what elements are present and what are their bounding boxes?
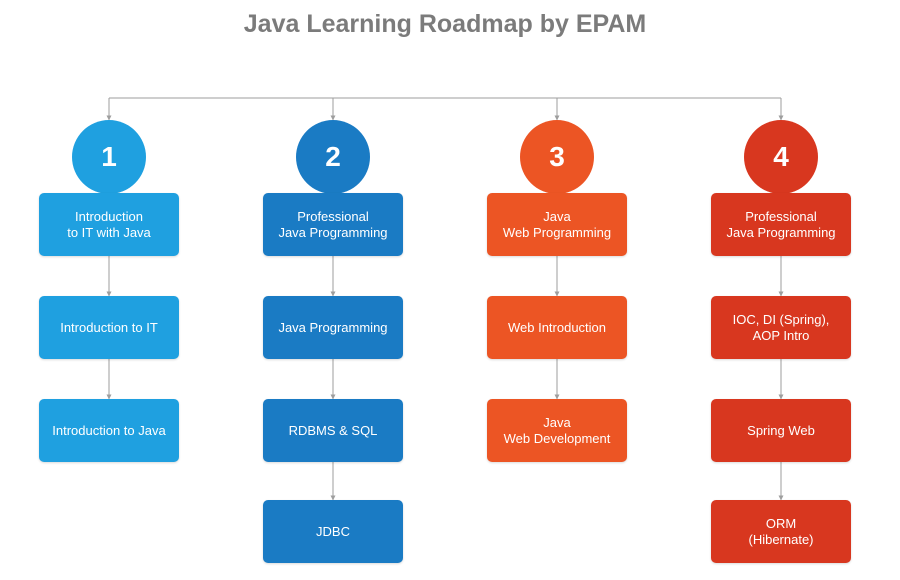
track-3-item-2-label: Java Web Development: [503, 414, 611, 446]
track-4-item-1[interactable]: IOC, DI (Spring), AOP Intro: [711, 296, 851, 359]
track-3-item-1-label: Web Introduction: [507, 319, 607, 335]
track-2: 2 Professional Java Programming Java Pro…: [263, 0, 403, 580]
track-2-item-2-label: RDBMS & SQL: [288, 422, 378, 438]
track-4: 4 Professional Java Programming IOC, DI …: [711, 0, 851, 580]
step-number-2-circle: 2: [296, 120, 370, 194]
track-4-item-3[interactable]: ORM (Hibernate): [711, 500, 851, 563]
step-number-1-circle: 1: [72, 120, 146, 194]
track-2-item-3-label: JDBC: [316, 523, 350, 539]
track-2-header[interactable]: Professional Java Programming: [263, 193, 403, 256]
track-3-item-1[interactable]: Web Introduction: [487, 296, 627, 359]
track-2-item-1-label: Java Programming: [278, 319, 388, 335]
track-4-header-label: Professional Java Programming: [726, 208, 836, 240]
track-1: 1 Introduction to IT with Java Introduct…: [39, 0, 179, 580]
track-2-item-1[interactable]: Java Programming: [263, 296, 403, 359]
page-title: Java Learning Roadmap by EPAM: [243, 10, 647, 38]
track-1-header[interactable]: Introduction to IT with Java: [39, 193, 179, 256]
track-3: 3 Java Web Programming Web Introduction …: [487, 0, 627, 580]
track-4-item-1-label: IOC, DI (Spring), AOP Intro: [732, 311, 830, 343]
track-1-header-label: Introduction to IT with Java: [67, 208, 151, 240]
track-4-item-3-label: ORM (Hibernate): [748, 515, 814, 547]
track-3-item-2[interactable]: Java Web Development: [487, 399, 627, 462]
step-number-3-circle: 3: [520, 120, 594, 194]
track-1-item-1[interactable]: Introduction to IT: [39, 296, 179, 359]
track-4-header[interactable]: Professional Java Programming: [711, 193, 851, 256]
track-2-header-label: Professional Java Programming: [278, 208, 388, 240]
track-1-item-2-label: Introduction to Java: [52, 422, 166, 438]
track-3-header[interactable]: Java Web Programming: [487, 193, 627, 256]
track-1-item-2[interactable]: Introduction to Java: [39, 399, 179, 462]
track-3-header-label: Java Web Programming: [502, 208, 612, 240]
track-4-item-2-label: Spring Web: [747, 422, 815, 438]
step-number-4-circle: 4: [744, 120, 818, 194]
track-2-item-2[interactable]: RDBMS & SQL: [263, 399, 403, 462]
track-2-item-3[interactable]: JDBC: [263, 500, 403, 563]
track-1-item-1-label: Introduction to IT: [60, 319, 158, 335]
track-4-item-2[interactable]: Spring Web: [711, 399, 851, 462]
